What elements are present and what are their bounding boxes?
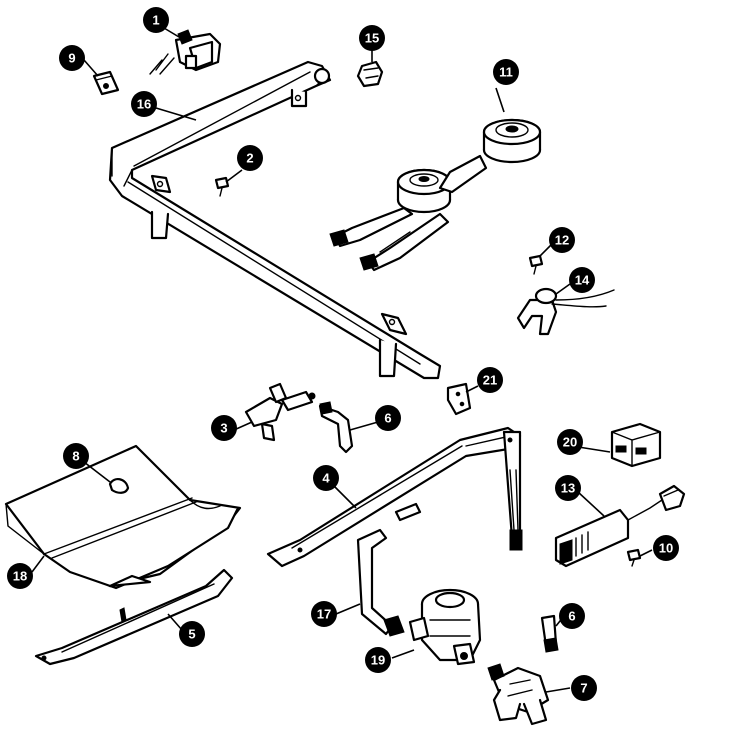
- callout-3: 3: [211, 415, 237, 441]
- svg-text:1: 1: [152, 13, 159, 28]
- svg-text:15: 15: [365, 31, 379, 46]
- svg-text:4: 4: [322, 471, 330, 486]
- svg-text:2: 2: [246, 151, 253, 166]
- callout-6-upper: 6: [375, 405, 401, 431]
- screw-part: [214, 176, 230, 197]
- svg-text:9: 9: [68, 51, 75, 66]
- callout-4: 4: [313, 465, 339, 491]
- svg-text:14: 14: [575, 273, 590, 288]
- callout-16: 16: [131, 91, 157, 117]
- callout-7: 7: [571, 675, 597, 701]
- callout-9: 9: [59, 45, 85, 71]
- svg-text:8: 8: [72, 449, 79, 464]
- callout-12: 12: [549, 227, 575, 253]
- tube-part-17: [356, 502, 422, 637]
- svg-text:3: 3: [220, 421, 227, 436]
- tube-part-6-upper: [318, 401, 354, 454]
- bracket-plate-part: [92, 70, 120, 96]
- callout-21: 21: [477, 367, 503, 393]
- svg-text:16: 16: [137, 97, 151, 112]
- screw-part-10: [626, 548, 642, 567]
- callout-19: 19: [365, 647, 391, 673]
- callout-6-lower: 6: [559, 603, 585, 629]
- svg-text:21: 21: [483, 373, 497, 388]
- svg-text:13: 13: [561, 481, 575, 496]
- burner-tube-part-4: [266, 426, 523, 568]
- block-part-20: [610, 422, 662, 468]
- clip-part: [108, 478, 130, 494]
- svg-text:19: 19: [371, 653, 385, 668]
- orifice-nut-part: [356, 60, 384, 88]
- gas-regulator-part: [408, 588, 482, 666]
- valve-block-part: [149, 29, 222, 75]
- callout-10: 10: [653, 535, 679, 561]
- callout-15: 15: [359, 25, 385, 51]
- svg-text:18: 18: [13, 569, 27, 584]
- svg-text:5: 5: [188, 627, 195, 642]
- svg-text:11: 11: [499, 65, 513, 80]
- callout-5: 5: [179, 621, 205, 647]
- callout-8: 8: [63, 443, 89, 469]
- callout-20: 20: [557, 429, 583, 455]
- support-bar-part: [34, 568, 234, 666]
- callout-1: 1: [143, 7, 169, 33]
- valve-part-7: [487, 663, 550, 726]
- igniter-module-part: [554, 484, 686, 568]
- svg-text:6: 6: [568, 609, 575, 624]
- svg-text:10: 10: [659, 541, 673, 556]
- svg-text:7: 7: [580, 681, 587, 696]
- svg-text:17: 17: [317, 607, 331, 622]
- callout-18: 18: [7, 563, 33, 589]
- svg-text:20: 20: [563, 435, 577, 450]
- callout-17: 17: [311, 601, 337, 627]
- heat-shield-part: [4, 444, 242, 590]
- manifold-bracket-part: [108, 60, 442, 380]
- valve-bracket-part: [244, 382, 316, 442]
- leader-lines: [31, 27, 653, 693]
- callout-11: 11: [493, 59, 519, 85]
- screw-part-12: [528, 254, 544, 275]
- igniter-bracket-part: [516, 287, 615, 336]
- svg-text:6: 6: [384, 411, 391, 426]
- callout-13: 13: [555, 475, 581, 501]
- burner-assembly-part: [329, 118, 542, 272]
- callout-14: 14: [569, 267, 595, 293]
- callout-2: 2: [237, 145, 263, 171]
- fitting-part-6-lower: [540, 614, 559, 653]
- plate-part-21: [446, 382, 472, 416]
- svg-text:12: 12: [555, 233, 569, 248]
